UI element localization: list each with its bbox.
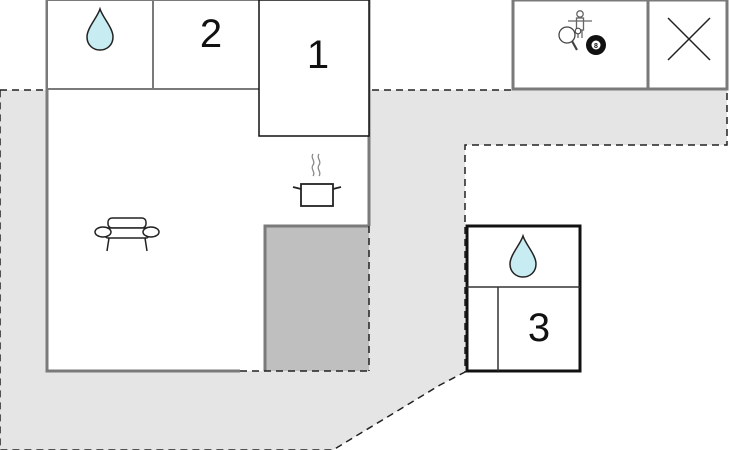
table-football-pingpong-billiards-icon: 8 xyxy=(558,10,606,55)
sofa-icon xyxy=(94,217,160,252)
water-drop-icon xyxy=(86,6,114,51)
water-drop-icon xyxy=(509,233,537,278)
bedroom-3-label: 3 xyxy=(528,306,550,350)
bedroom-1 xyxy=(258,0,370,137)
bedroom-1-label: 1 xyxy=(307,33,329,77)
cooking-pot-icon xyxy=(292,153,342,207)
bedroom-2 xyxy=(152,0,261,90)
not-included-room xyxy=(646,0,729,91)
storage-wall xyxy=(263,224,369,371)
storage-room xyxy=(265,226,369,371)
living-room-wall xyxy=(45,0,240,373)
cross-icon xyxy=(667,17,711,61)
svg-text:8: 8 xyxy=(594,43,598,50)
bedroom-2-label: 2 xyxy=(200,12,222,56)
game-room xyxy=(511,0,650,91)
